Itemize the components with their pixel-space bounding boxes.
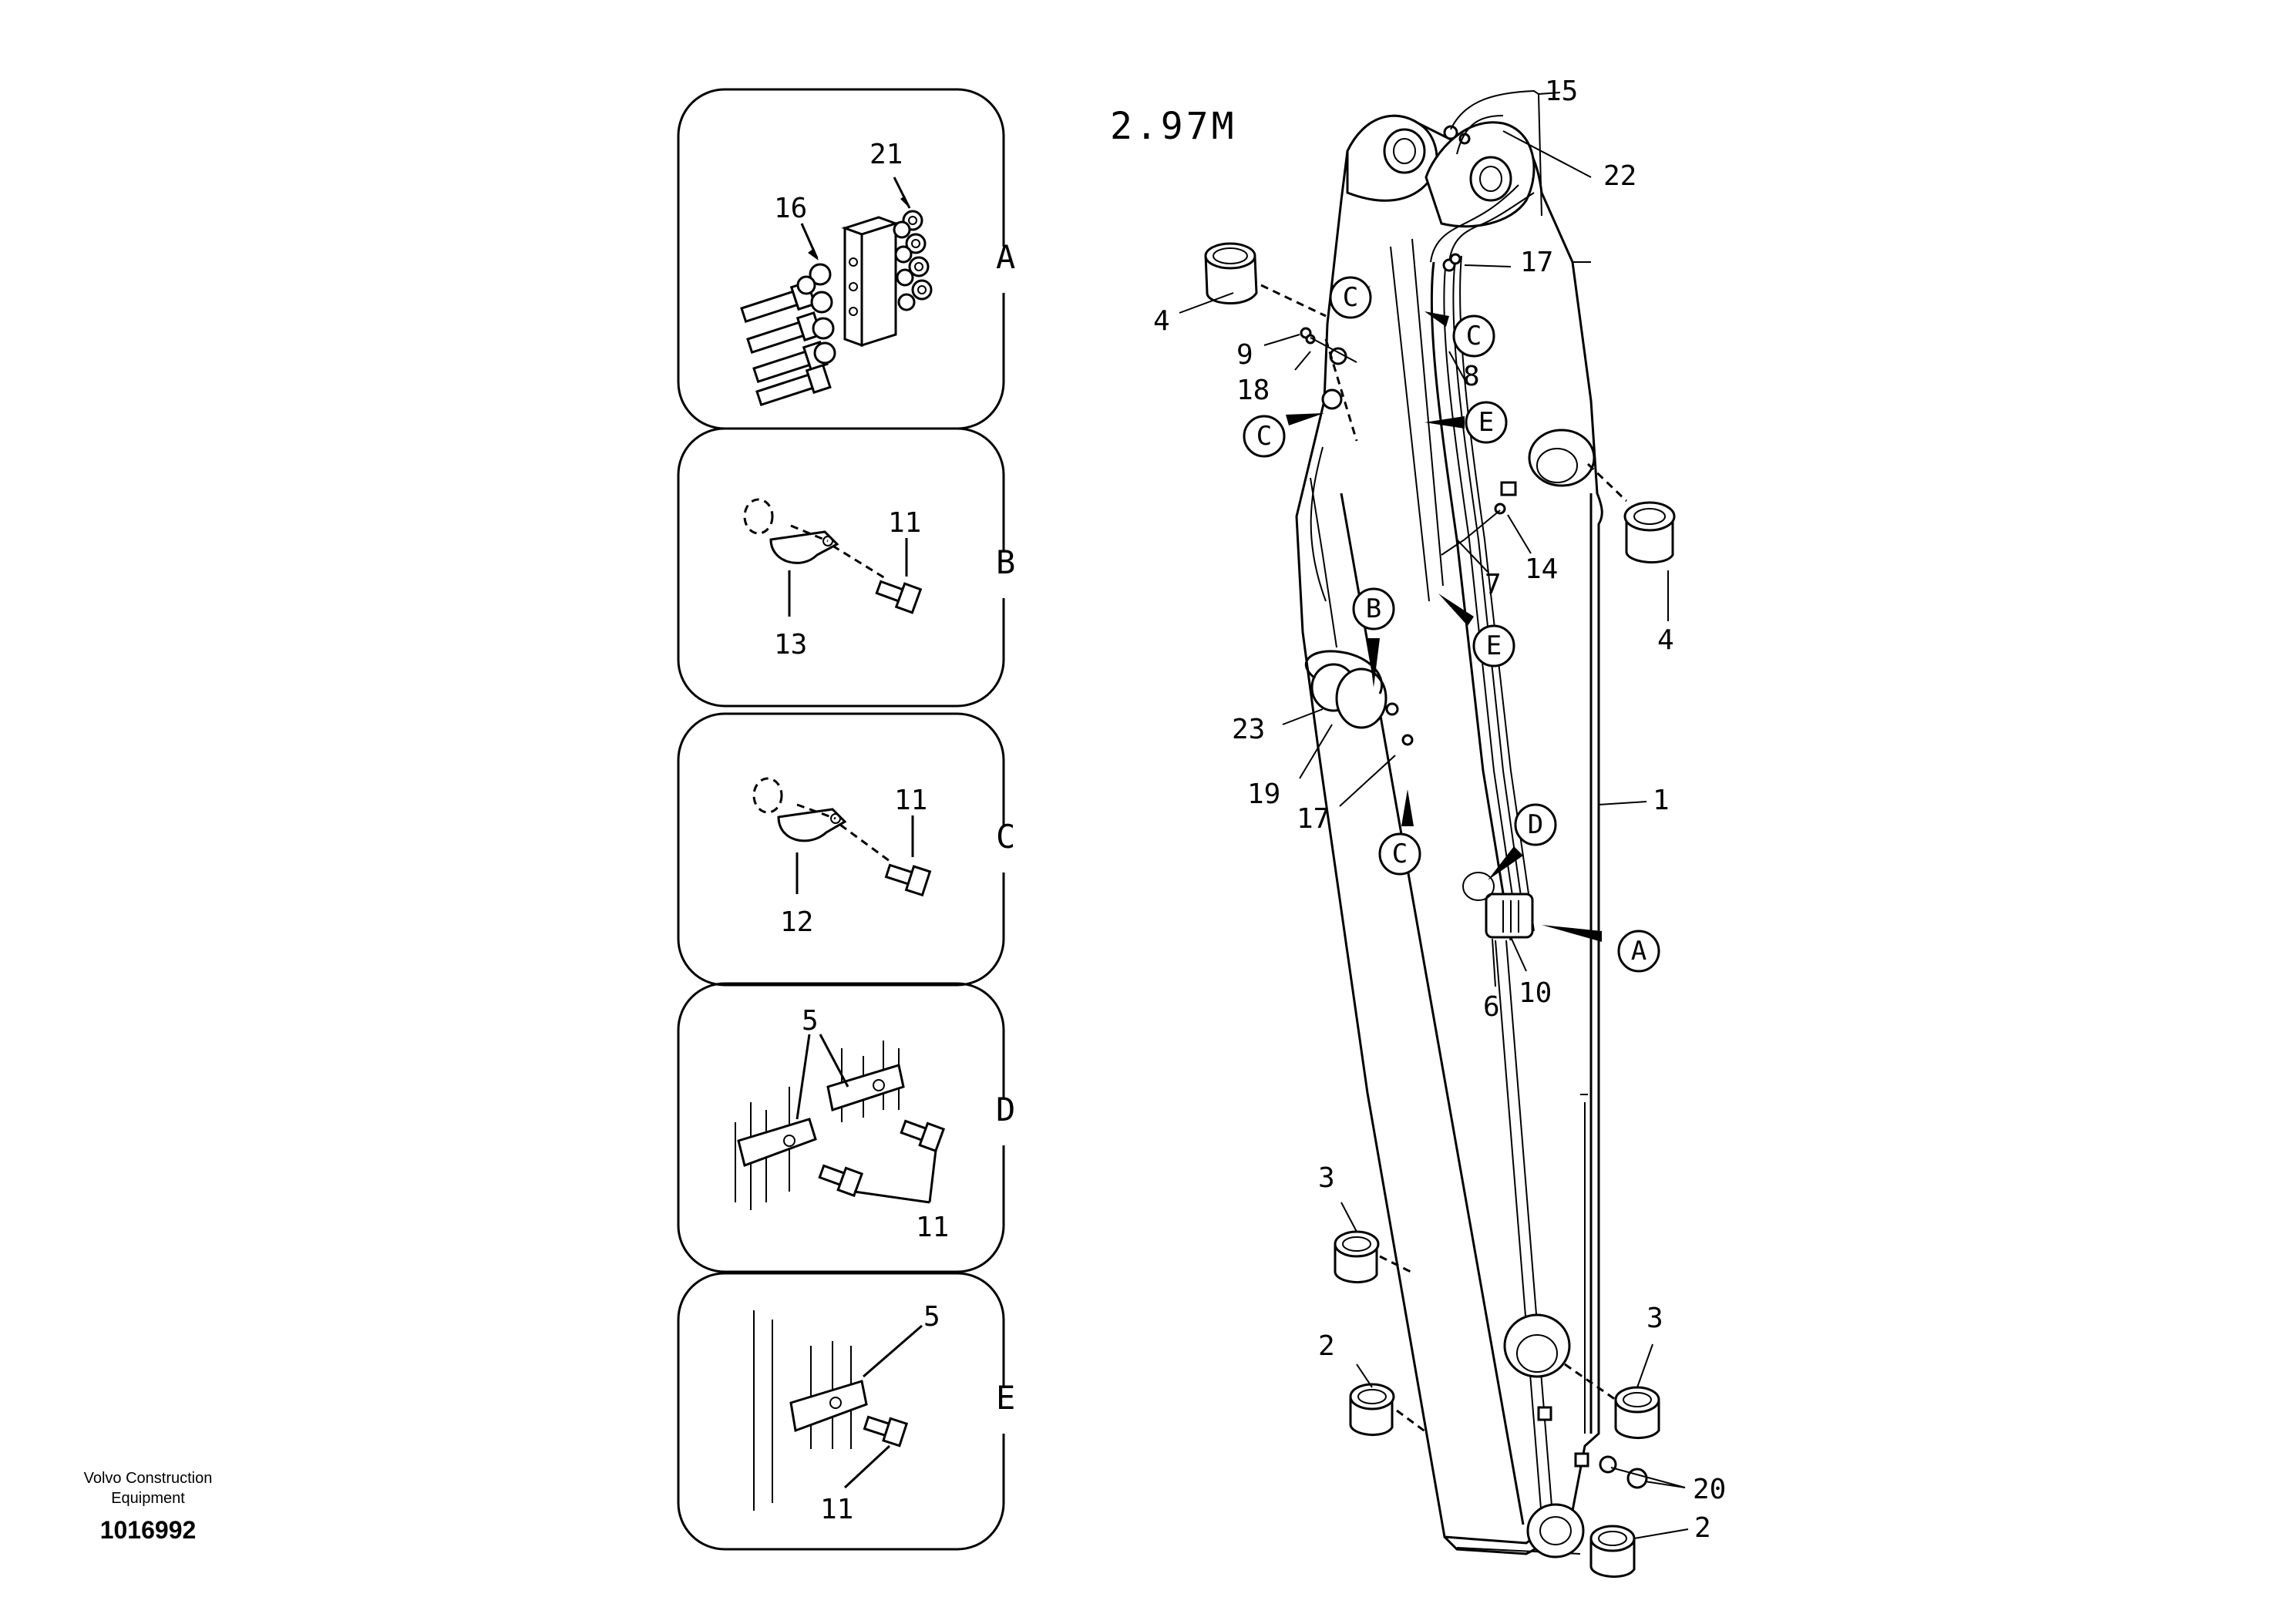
marker-c-1: C bbox=[1329, 276, 1372, 319]
bushing-4-left-icon bbox=[1204, 242, 1258, 304]
bushing-3-left-icon bbox=[1334, 1230, 1380, 1284]
callout-3-right: 3 bbox=[1646, 1303, 1663, 1334]
callout-7: 7 bbox=[1485, 569, 1502, 600]
callout-14: 14 bbox=[1525, 553, 1558, 585]
svg-text:C: C bbox=[1392, 839, 1408, 869]
label-11-d: 11 bbox=[916, 1212, 949, 1243]
marker-e-1: E bbox=[1424, 401, 1508, 444]
callout-20: 20 bbox=[1693, 1474, 1726, 1505]
callout-3-left: 3 bbox=[1318, 1162, 1335, 1194]
model-label: 2.97M bbox=[1110, 105, 1237, 148]
svg-text:D: D bbox=[1528, 809, 1543, 840]
connector-icon bbox=[1462, 872, 1534, 939]
marker-c-4: C bbox=[1378, 789, 1421, 876]
label-5-d: 5 bbox=[802, 1005, 819, 1037]
bolt-icon bbox=[875, 580, 923, 614]
panel-c-letter: C bbox=[996, 818, 1015, 856]
callout-2-right: 2 bbox=[1694, 1512, 1711, 1544]
label-11-b: 11 bbox=[888, 507, 921, 539]
marker-c-2: C bbox=[1424, 311, 1495, 358]
callout-10: 10 bbox=[1519, 977, 1552, 1009]
label-12: 12 bbox=[780, 906, 813, 938]
detail-panel-a: A 21 bbox=[677, 88, 1018, 430]
svg-text:C: C bbox=[1256, 421, 1272, 452]
marker-d-1: D bbox=[1488, 803, 1557, 880]
callout-2-left: 2 bbox=[1318, 1330, 1335, 1362]
marker-b-1: B bbox=[1352, 587, 1395, 688]
callout-4-right: 4 bbox=[1657, 624, 1674, 656]
marker-c-3: C bbox=[1243, 413, 1324, 458]
callout-17-top: 17 bbox=[1520, 247, 1553, 278]
callout-19: 19 bbox=[1247, 778, 1280, 810]
detail-markers: C C C E E B C bbox=[1243, 276, 1660, 973]
panel-d-letter: D bbox=[996, 1091, 1015, 1128]
svg-text:E: E bbox=[1478, 407, 1494, 438]
svg-text:A: A bbox=[1631, 936, 1646, 967]
nut-set-icon bbox=[893, 210, 933, 311]
clamp-icon bbox=[752, 777, 893, 865]
callout-6: 6 bbox=[1483, 991, 1500, 1023]
bolt-icon bbox=[818, 1119, 946, 1198]
detail-panel-c: C 11 12 bbox=[677, 712, 1018, 987]
bushing-3-right-icon bbox=[1614, 1386, 1660, 1440]
callout-4-left: 4 bbox=[1153, 305, 1170, 337]
hose-bundle-icon bbox=[735, 1041, 900, 1210]
hose-bundle bbox=[1430, 184, 1553, 1519]
label-11-c: 11 bbox=[894, 785, 927, 816]
marker-e-2: E bbox=[1438, 593, 1515, 667]
callout-17-mid: 17 bbox=[1297, 803, 1330, 835]
callout-15: 15 bbox=[1545, 76, 1578, 107]
bolt-icon bbox=[884, 863, 932, 897]
label-13: 13 bbox=[774, 629, 807, 661]
detail-panel-b: B 11 13 bbox=[677, 427, 1018, 708]
clip-icon bbox=[737, 1064, 905, 1167]
bushing-2-right-icon bbox=[1589, 1525, 1636, 1579]
terminal-block-icon bbox=[841, 216, 900, 348]
clamp-icon bbox=[743, 498, 886, 580]
label-11-e: 11 bbox=[820, 1494, 853, 1525]
svg-text:C: C bbox=[1466, 321, 1482, 351]
callout-8: 8 bbox=[1463, 361, 1480, 392]
fitting-icons bbox=[1300, 125, 1648, 1489]
drawing-number: 1016992 bbox=[100, 1516, 197, 1544]
callout-23: 23 bbox=[1232, 714, 1265, 745]
label-16: 16 bbox=[774, 193, 807, 224]
bolt-icon bbox=[863, 1415, 909, 1447]
detail-panel-e: E 5 11 bbox=[677, 1272, 1018, 1551]
boom-body bbox=[1295, 114, 1603, 1555]
label-21: 21 bbox=[870, 139, 903, 170]
callout-1: 1 bbox=[1653, 785, 1670, 816]
bushing-4-right-icon bbox=[1623, 501, 1676, 564]
bolt-set-icon bbox=[740, 263, 836, 407]
svg-text:B: B bbox=[1366, 593, 1381, 624]
label-5-e: 5 bbox=[923, 1301, 940, 1333]
panel-a-letter: A bbox=[996, 238, 1015, 276]
svg-text:C: C bbox=[1343, 282, 1358, 313]
publisher-line-1: Volvo Construction bbox=[84, 1470, 213, 1487]
callout-18: 18 bbox=[1236, 375, 1270, 406]
svg-text:E: E bbox=[1486, 630, 1502, 661]
publisher-line-2: Equipment bbox=[111, 1490, 185, 1507]
panel-e-letter: E bbox=[996, 1379, 1015, 1417]
marker-a-1: A bbox=[1542, 925, 1660, 973]
panel-b-letter: B bbox=[996, 543, 1015, 581]
callout-22: 22 bbox=[1603, 160, 1636, 192]
callout-9: 9 bbox=[1236, 339, 1253, 371]
clip-icon bbox=[789, 1380, 868, 1433]
detail-panel-d: D 5 bbox=[677, 982, 1018, 1273]
callout-labels: 15 22 17 8 14 7 4 4 9 18 1 6 10 23 19 17… bbox=[1153, 76, 1726, 1544]
bushing-2-left-icon bbox=[1349, 1383, 1395, 1437]
